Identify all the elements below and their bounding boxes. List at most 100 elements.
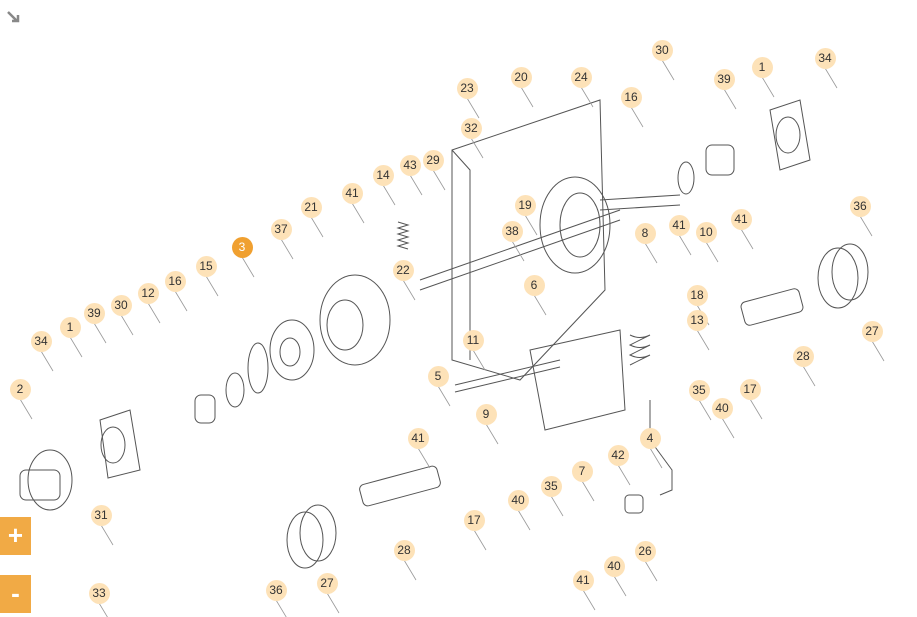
callout-27[interactable]: 27 [316,572,338,594]
callout-6[interactable]: 6 [523,274,545,296]
callout-30[interactable]: 30 [110,294,132,316]
callout-27[interactable]: 27 [861,320,883,342]
leader-line [696,329,710,351]
callout-41[interactable]: 41 [572,569,594,591]
callout-1[interactable]: 1 [751,56,773,78]
callout-39[interactable]: 39 [713,68,735,90]
callout-3[interactable]: 3 [231,236,253,258]
leader-line [147,302,161,324]
leader-line [275,599,287,617]
callout-41[interactable]: 41 [341,182,363,204]
zoom-in-button[interactable]: + [0,517,31,555]
callout-29[interactable]: 29 [422,149,444,171]
leader-line [40,350,54,372]
callout-38[interactable]: 38 [501,220,523,242]
leader-line [280,238,294,260]
leader-line [120,314,134,336]
leader-line [749,398,763,420]
callout-9[interactable]: 9 [475,403,497,425]
leader-line [69,336,83,358]
callout-2[interactable]: 2 [9,378,31,400]
callout-4[interactable]: 4 [639,427,661,449]
callout-7[interactable]: 7 [571,460,593,482]
leader-line [649,447,663,469]
leader-line [550,495,564,517]
callout-12[interactable]: 12 [137,282,159,304]
callout-35[interactable]: 35 [688,379,710,401]
callout-5[interactable]: 5 [427,365,449,387]
callout-31[interactable]: 31 [90,504,112,526]
leader-line [524,214,538,236]
callout-40[interactable]: 40 [711,397,733,419]
leader-line [241,256,255,278]
leader-line [661,59,675,81]
callout-34[interactable]: 34 [814,47,836,69]
leader-line [432,169,446,191]
leader-line [613,575,627,597]
leader-line [721,417,735,439]
callout-24[interactable]: 24 [570,66,592,88]
callout-41[interactable]: 41 [668,214,690,236]
leader-line [402,279,416,301]
callout-32[interactable]: 32 [460,117,482,139]
leader-line [472,349,486,371]
callout-1[interactable]: 1 [59,316,81,338]
zoom-out-button[interactable]: - [0,575,31,613]
leader-line [871,340,885,362]
callout-36[interactable]: 36 [265,579,287,601]
callout-30[interactable]: 30 [651,39,673,61]
callout-21[interactable]: 21 [300,196,322,218]
callout-39[interactable]: 39 [83,302,105,324]
callout-35[interactable]: 35 [540,475,562,497]
callout-22[interactable]: 22 [392,259,414,281]
leader-line [678,234,692,256]
callout-17[interactable]: 17 [463,509,485,531]
callout-19[interactable]: 19 [514,194,536,216]
callout-20[interactable]: 20 [510,66,532,88]
leader-line [382,184,396,206]
callout-13[interactable]: 13 [686,309,708,331]
leader-line [802,365,816,387]
arrow-down-right-icon [7,11,20,23]
callout-34[interactable]: 34 [30,330,52,352]
leader-line [705,241,719,263]
leader-line [403,559,417,581]
leader-line [533,294,547,316]
callout-40[interactable]: 40 [507,489,529,511]
callout-15[interactable]: 15 [195,255,217,277]
leader-line [511,240,525,262]
callout-42[interactable]: 42 [607,444,629,466]
callout-23[interactable]: 23 [456,77,478,99]
callout-28[interactable]: 28 [393,539,415,561]
callout-16[interactable]: 16 [620,86,642,108]
callout-17[interactable]: 17 [739,378,761,400]
callout-43[interactable]: 43 [399,154,421,176]
callout-37[interactable]: 37 [270,218,292,240]
leader-line [859,215,873,237]
callout-41[interactable]: 41 [407,427,429,449]
leader-line [617,464,631,486]
callout-40[interactable]: 40 [603,555,625,577]
callout-11[interactable]: 11 [462,329,484,351]
callout-18[interactable]: 18 [686,284,708,306]
leader-line [520,86,534,108]
callout-14[interactable]: 14 [372,164,394,186]
collapse-toggle[interactable] [4,4,24,24]
leader-line [351,202,365,224]
callout-16[interactable]: 16 [164,270,186,292]
leader-line [93,322,107,344]
leader-line [740,228,754,250]
leader-line [723,88,737,110]
callout-33[interactable]: 33 [88,582,110,604]
leader-line [310,216,324,238]
callout-41[interactable]: 41 [730,208,752,230]
leader-line [761,76,775,98]
callout-8[interactable]: 8 [634,222,656,244]
leader-line [205,275,219,297]
callout-10[interactable]: 10 [695,221,717,243]
callout-26[interactable]: 26 [634,540,656,562]
callout-36[interactable]: 36 [849,195,871,217]
callout-28[interactable]: 28 [792,345,814,367]
leader-line [417,447,431,469]
